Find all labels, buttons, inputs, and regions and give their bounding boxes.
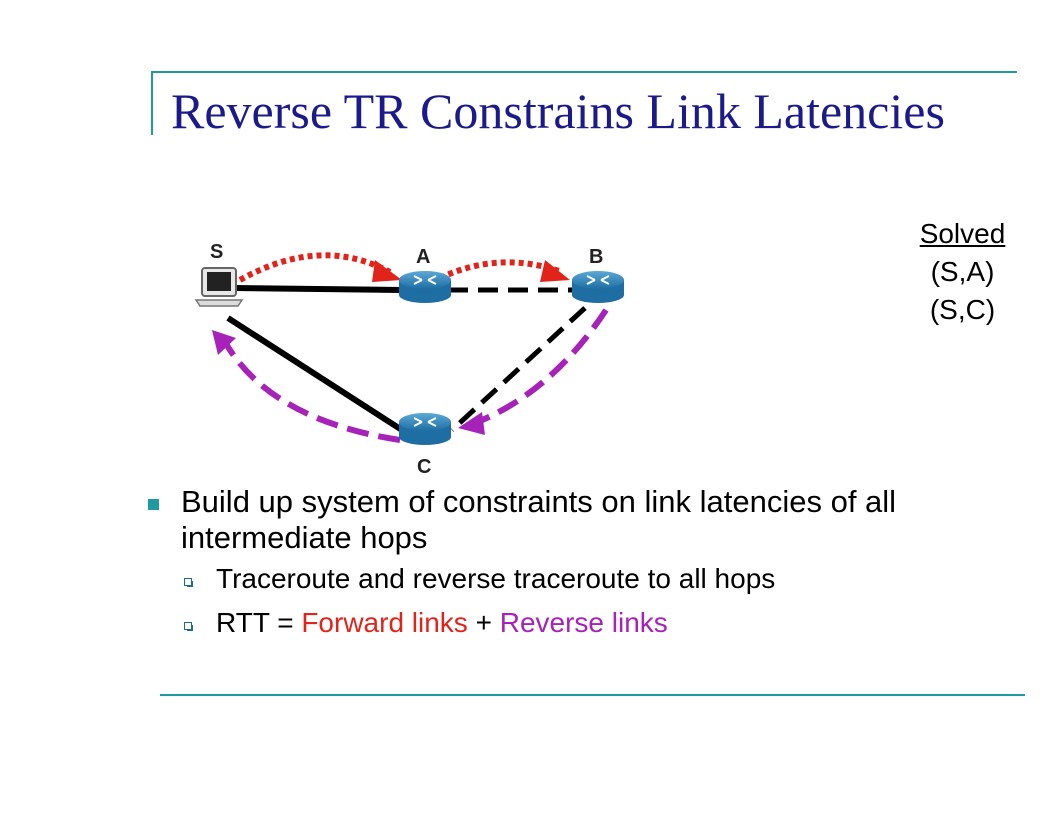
sub-bullet-marker: [184, 578, 193, 587]
plus-text: +: [467, 607, 500, 638]
sub-bullet-traceroute: Traceroute and reverse traceroute to all…: [146, 558, 1026, 600]
reverse-arrow-c: [458, 412, 485, 435]
reverse-arrow-s: [212, 330, 236, 355]
solved-box: Solved (S,A) (S,C): [900, 215, 1025, 329]
bullet-list: Build up system of constraints on link l…: [146, 484, 1026, 644]
solved-item: (S,C): [929, 294, 996, 325]
forward-arrow-b: [540, 260, 570, 282]
reverse-arc-c-s: [222, 340, 401, 443]
bottom-rule: [160, 694, 1025, 696]
sub-bullet-text: Traceroute and reverse traceroute to all…: [216, 563, 776, 594]
network-diagram: S A B C: [194, 241, 624, 478]
forward-arrow-a: [372, 260, 402, 282]
router-icon-c: [399, 413, 451, 445]
router-icon-b: [572, 271, 624, 303]
node-label-b: B: [589, 246, 603, 268]
bullet-main-text: Build up system of constraints on link l…: [181, 484, 897, 555]
laptop-icon-s: [194, 267, 244, 307]
slide-title: Reverse TR Constrains Link Latencies: [171, 83, 945, 139]
forward-links-text: Forward links: [301, 607, 468, 638]
rtt-prefix: RTT =: [216, 607, 302, 638]
node-label-s: S: [210, 241, 223, 263]
reverse-links-text: Reverse links: [499, 607, 668, 638]
sub-bullet-rtt: RTT = Forward links + Reverse links: [146, 602, 1026, 644]
title-frame-top: [151, 71, 1017, 73]
router-icon-a: [399, 271, 451, 303]
link-b-c: [450, 306, 587, 432]
node-label-c: C: [417, 456, 431, 478]
sub-bullet-marker: [184, 622, 193, 631]
forward-arc-s-a: [238, 252, 392, 283]
bullet-main: Build up system of constraints on link l…: [146, 484, 1026, 556]
title-frame-left: [151, 71, 153, 135]
link-s-a: [234, 285, 403, 293]
reverse-arc-b-c: [468, 308, 609, 428]
solved-item: (S,A): [930, 256, 995, 287]
solved-heading: Solved: [919, 218, 1006, 249]
node-label-a: A: [416, 246, 430, 268]
bullet-marker: [148, 499, 159, 510]
link-s-c: [226, 315, 407, 435]
